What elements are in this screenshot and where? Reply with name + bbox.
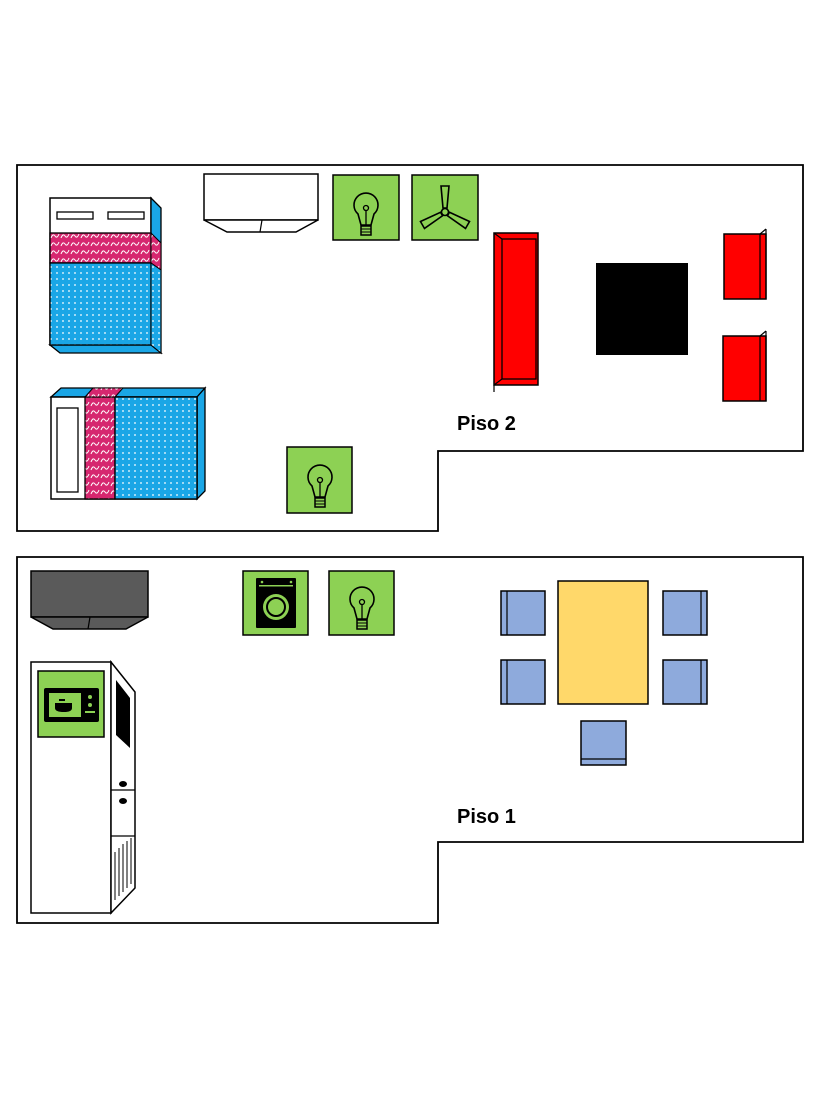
floor-1: Piso 1 xyxy=(16,556,804,924)
dining-chair-icon xyxy=(580,720,627,766)
sofa-icon xyxy=(493,232,539,392)
floor-1-label: Piso 1 xyxy=(457,806,516,828)
air-conditioner-icon xyxy=(30,570,149,630)
light-bulb-icon xyxy=(328,570,395,636)
ceiling-fan-icon xyxy=(411,174,479,241)
dining-table-icon xyxy=(557,580,649,705)
dining-chair-icon xyxy=(662,590,708,636)
coffee-table-icon xyxy=(596,263,688,355)
microwave-icon xyxy=(37,670,105,738)
dining-chair-icon xyxy=(500,659,546,705)
floor-2: Piso 2 xyxy=(16,164,804,532)
single-bed-icon xyxy=(49,386,207,501)
dining-chair-icon xyxy=(500,590,546,636)
light-bulb-icon xyxy=(332,174,400,241)
armchair-icon xyxy=(723,228,767,300)
dining-chair-icon xyxy=(662,659,708,705)
floor-2-outline xyxy=(16,164,804,532)
armchair-icon xyxy=(722,330,767,402)
double-bed-icon xyxy=(48,196,163,355)
light-bulb-icon xyxy=(286,446,353,514)
air-conditioner-icon xyxy=(203,173,319,233)
floor-2-label: Piso 2 xyxy=(457,413,516,435)
washing-machine-icon xyxy=(242,570,309,636)
